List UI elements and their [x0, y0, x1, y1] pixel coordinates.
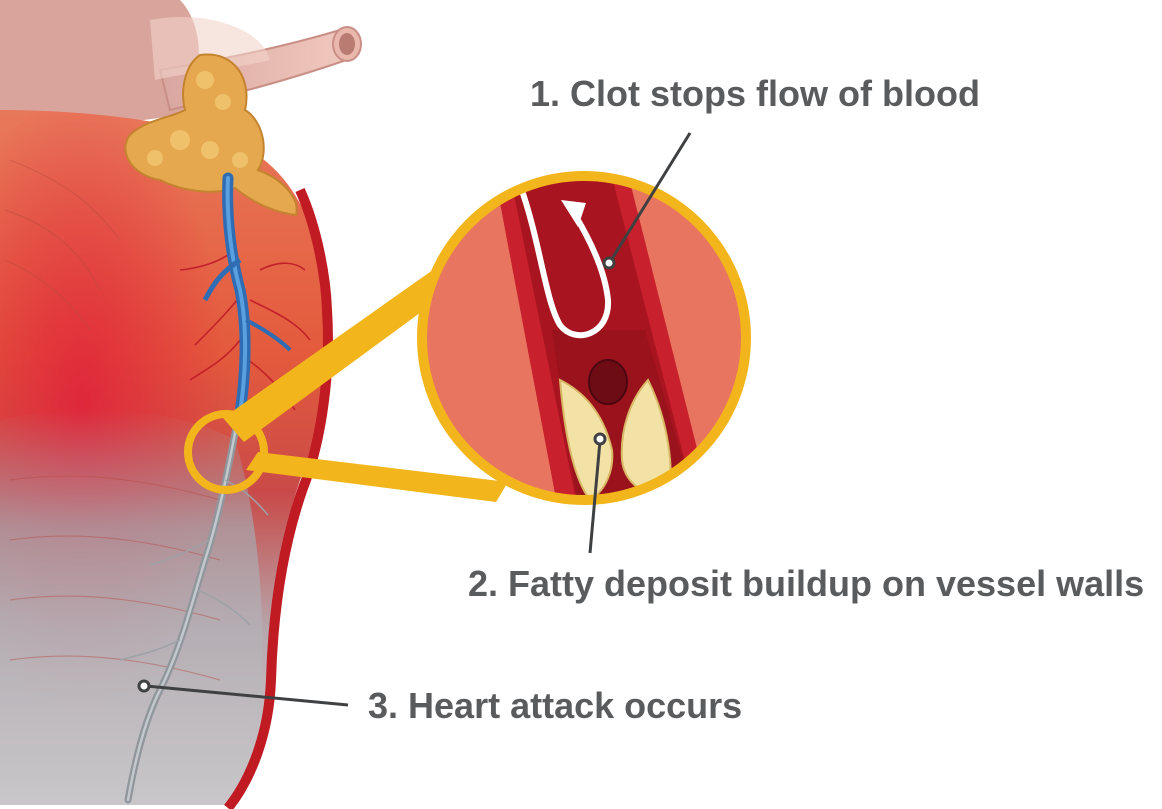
zoomed-artery-detail	[422, 150, 746, 520]
label-heart-attack-occurs: 3. Heart attack occurs	[368, 688, 742, 724]
marker-heart-attack	[139, 681, 149, 691]
label-fatty-deposit-buildup: 2. Fatty deposit buildup on vessel walls	[468, 566, 1144, 602]
label-clot-stops-flow: 1. Clot stops flow of blood	[530, 76, 980, 112]
marker-clot	[604, 258, 614, 268]
marker-fatty-deposit	[595, 434, 605, 444]
blood-clot	[589, 360, 627, 404]
